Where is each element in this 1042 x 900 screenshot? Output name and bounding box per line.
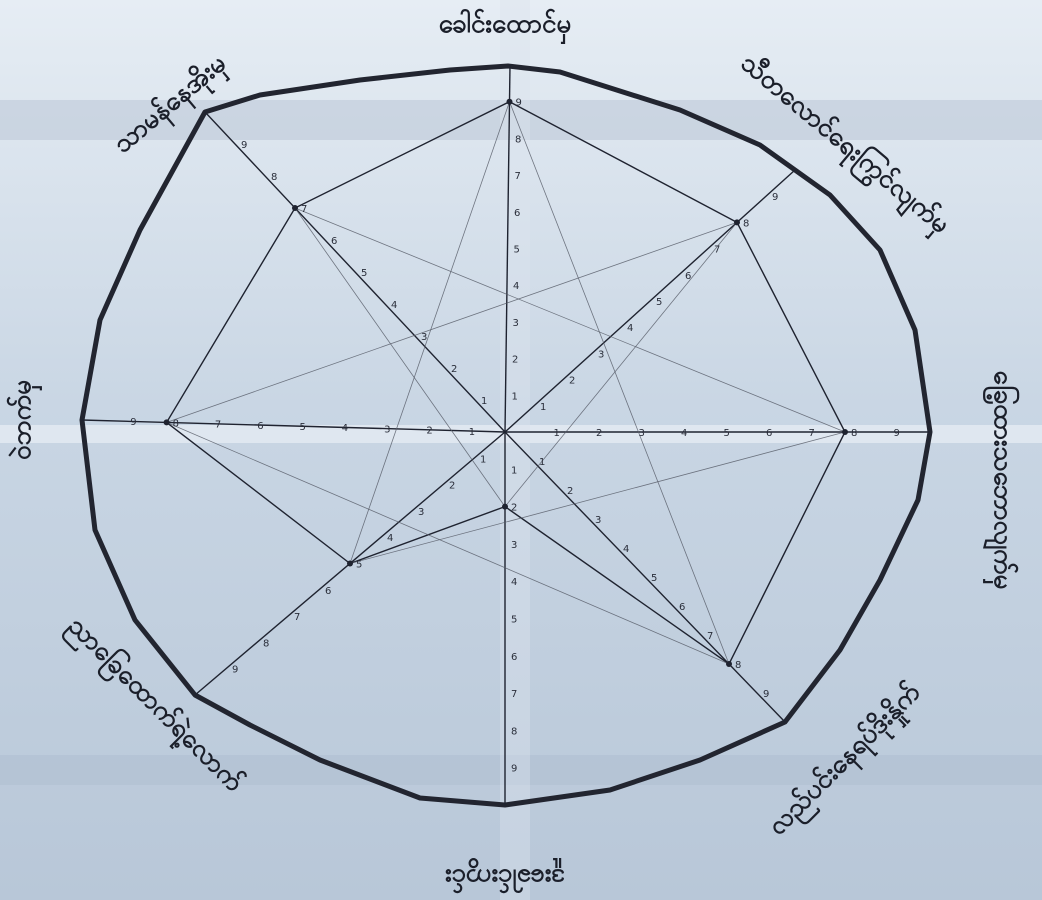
tick-west-1: 1 <box>469 427 475 438</box>
tick-east-2: 2 <box>596 428 602 439</box>
tick-northwest-6: 6 <box>331 236 337 247</box>
tick-east-9: 9 <box>894 428 900 439</box>
tick-northwest-4: 4 <box>391 300 397 311</box>
tick-west-8: 8 <box>173 418 179 429</box>
level-point-west <box>164 419 170 425</box>
tick-west-4: 4 <box>342 423 348 434</box>
direction-label-west: ဝဲဘက်မှ <box>6 380 42 460</box>
tick-northwest-8: 8 <box>271 172 277 183</box>
tick-northeast-5: 5 <box>656 297 662 308</box>
tick-east-6: 6 <box>766 428 772 439</box>
level-point-northeast <box>734 219 740 225</box>
tick-west-5: 5 <box>300 422 306 433</box>
tick-north-2: 2 <box>512 355 518 366</box>
tick-northwest-5: 5 <box>361 268 367 279</box>
tick-northeast-1: 1 <box>540 402 546 413</box>
tick-south-7: 7 <box>511 689 517 700</box>
tick-northeast-8: 8 <box>743 218 749 229</box>
tick-northwest-7: 7 <box>301 204 307 215</box>
tick-southeast-9: 9 <box>763 689 769 700</box>
tick-northeast-3: 3 <box>598 349 604 360</box>
tick-east-1: 1 <box>554 428 560 439</box>
tick-north-8: 8 <box>515 134 521 145</box>
tick-southeast-8: 8 <box>735 660 741 671</box>
tick-west-9: 9 <box>130 417 136 428</box>
tick-west-2: 2 <box>426 426 432 437</box>
direction-label-north: ခေါင်းထောင်မှ <box>439 8 572 44</box>
tick-east-3: 3 <box>639 428 645 439</box>
level-point-southwest <box>347 561 353 567</box>
tick-east-7: 7 <box>809 428 815 439</box>
tick-north-6: 6 <box>514 208 520 219</box>
tick-southeast-6: 6 <box>679 602 685 613</box>
tick-southeast-3: 3 <box>595 515 601 526</box>
tick-southeast-1: 1 <box>539 457 545 468</box>
tick-southwest-5: 5 <box>356 560 362 571</box>
tick-northwest-1: 1 <box>481 396 487 407</box>
tick-west-7: 7 <box>215 420 221 431</box>
tick-east-5: 5 <box>724 428 730 439</box>
tick-north-4: 4 <box>513 281 519 292</box>
tick-south-9: 9 <box>511 764 517 775</box>
tick-southeast-7: 7 <box>707 631 713 642</box>
tick-southeast-2: 2 <box>567 486 573 497</box>
tick-north-9: 9 <box>516 98 522 109</box>
tick-west-3: 3 <box>384 424 390 435</box>
tick-north-7: 7 <box>515 171 521 182</box>
level-point-north <box>507 99 513 105</box>
tick-west-6: 6 <box>257 421 263 432</box>
tick-northeast-4: 4 <box>627 323 633 334</box>
tick-northeast-6: 6 <box>685 271 691 282</box>
tick-south-6: 6 <box>511 652 517 663</box>
tick-southwest-8: 8 <box>263 638 269 649</box>
tick-northwest-3: 3 <box>421 332 427 343</box>
tick-northwest-2: 2 <box>451 364 457 375</box>
tick-southwest-3: 3 <box>418 507 424 518</box>
tick-south-1: 1 <box>511 465 517 476</box>
level-point-south <box>502 504 508 510</box>
tick-east-8: 8 <box>851 428 857 439</box>
tick-southwest-6: 6 <box>325 586 331 597</box>
level-point-northwest <box>292 205 298 211</box>
tick-southeast-5: 5 <box>651 573 657 584</box>
tick-north-5: 5 <box>514 245 520 256</box>
tick-east-4: 4 <box>681 428 687 439</box>
tick-southwest-7: 7 <box>294 612 300 623</box>
tick-north-1: 1 <box>512 391 518 402</box>
tick-southwest-4: 4 <box>387 533 393 544</box>
tick-southwest-1: 1 <box>480 454 486 465</box>
level-point-southeast <box>726 661 732 667</box>
tick-south-3: 3 <box>511 540 517 551</box>
tick-northwest-9: 9 <box>241 140 247 151</box>
tick-northeast-2: 2 <box>569 376 575 387</box>
tick-southwest-9: 9 <box>232 665 238 676</box>
tick-south-4: 4 <box>511 577 517 588</box>
tick-northeast-9: 9 <box>772 192 778 203</box>
tick-southwest-2: 2 <box>449 481 455 492</box>
tick-south-5: 5 <box>511 615 517 626</box>
tick-south-2: 2 <box>511 503 517 514</box>
tick-north-3: 3 <box>513 318 519 329</box>
tick-northeast-7: 7 <box>714 245 720 256</box>
level-point-east <box>842 429 848 435</box>
tick-south-8: 8 <box>511 726 517 737</box>
tick-southeast-4: 4 <box>623 544 629 555</box>
